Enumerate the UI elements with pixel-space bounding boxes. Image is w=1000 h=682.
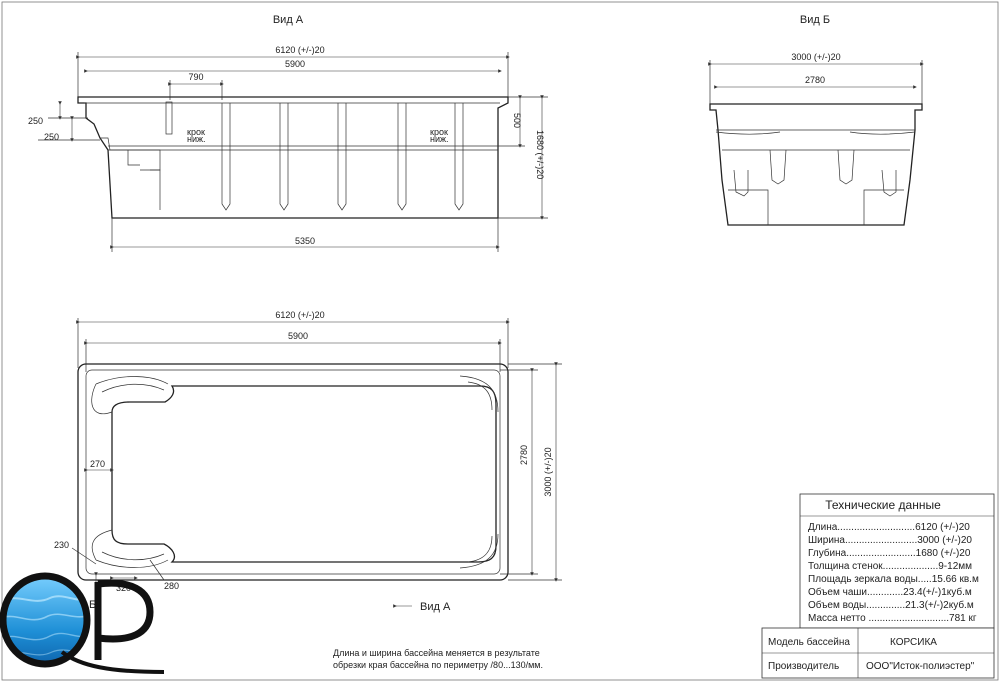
end-inner-dim: 2780 bbox=[805, 75, 825, 85]
side-ledge-bottom-dim: 250 bbox=[44, 132, 59, 142]
plan-corner-a-dim: 230 bbox=[54, 540, 69, 550]
qp-logo bbox=[0, 572, 165, 674]
maker-value: ООО"Исток-полиэстер" bbox=[866, 661, 975, 672]
plan-side-margin-dim: 270 bbox=[90, 459, 105, 469]
spec-row-wall: Толщина стенок....................9-12мм bbox=[808, 561, 972, 572]
spec-title: Технические данные bbox=[825, 498, 941, 512]
view-b-title: Вид Б bbox=[800, 14, 830, 26]
maker-label: Производитель bbox=[768, 661, 839, 672]
plan-inner-length-dim: 5900 bbox=[288, 331, 308, 341]
note-line-2: обрезки края бассейна по периметру /80..… bbox=[333, 660, 543, 670]
spec-row-water-volume: Объем воды..............21.3(+/-)2куб.м bbox=[808, 599, 974, 611]
plan-overall-length-dim: 6120 (+/-)20 bbox=[275, 310, 324, 320]
side-view: Вид А 6120 (+/-)20 5900 790 bbox=[28, 14, 548, 252]
plan-arrow-a-label: Вид А bbox=[420, 601, 451, 613]
spec-box: Технические данные Длина................… bbox=[799, 493, 995, 629]
model-label: Модель бассейна bbox=[768, 636, 850, 648]
view-a-title: Вид А bbox=[273, 14, 304, 26]
fastener-label-3: крок bbox=[430, 127, 448, 137]
plan-corner-c-dim: 280 bbox=[164, 581, 179, 591]
side-inner-dim: 5900 bbox=[285, 59, 305, 69]
spec-row-mass: Масса нетто ............................… bbox=[808, 613, 977, 624]
spec-row-depth: Глубина.........................1680 (+/… bbox=[808, 547, 971, 559]
fastener-label-1: крок bbox=[187, 127, 205, 137]
plan-inner-width-dim: 2780 bbox=[519, 445, 529, 465]
model-value: КОРСИКА bbox=[890, 637, 937, 648]
fastener-label-4: ниж. bbox=[430, 134, 449, 144]
side-bottom-dim: 5350 bbox=[295, 236, 315, 246]
end-view: Вид Б 3000 (+/-)20 2780 bbox=[708, 14, 924, 226]
side-top-to-beam-dim: 500 bbox=[512, 113, 522, 128]
spec-row-length: Длина............................6120 (+… bbox=[808, 522, 970, 533]
side-ledge-top-dim: 250 bbox=[28, 116, 43, 126]
plan-view: 6120 (+/-)20 5900 2780 3000 (+/-)20 bbox=[54, 310, 562, 613]
title-block: Модель бассейна КОРСИКА Производитель ОО… bbox=[761, 627, 995, 679]
spec-row-width: Ширина..........................3000 (+/… bbox=[808, 535, 972, 546]
side-depth-dim: 1680 (+/-)20 bbox=[535, 130, 545, 179]
spec-row-area: Площадь зеркала воды.....15.66 кв.м bbox=[808, 574, 979, 585]
side-step-dim: 790 bbox=[188, 72, 203, 82]
spec-row-bowl-volume: Объем чаши.............23.4(+/-)1куб.м bbox=[808, 586, 972, 598]
fastener-label-2: ниж. bbox=[187, 134, 206, 144]
side-overall-dim: 6120 (+/-)20 bbox=[275, 45, 324, 55]
note-line-1: Длина и ширина бассейна меняется в резул… bbox=[333, 648, 540, 658]
plan-corner-b-dim: 320 bbox=[116, 583, 131, 593]
end-overall-dim: 3000 (+/-)20 bbox=[791, 52, 840, 62]
plan-overall-width-dim: 3000 (+/-)20 bbox=[543, 447, 553, 496]
